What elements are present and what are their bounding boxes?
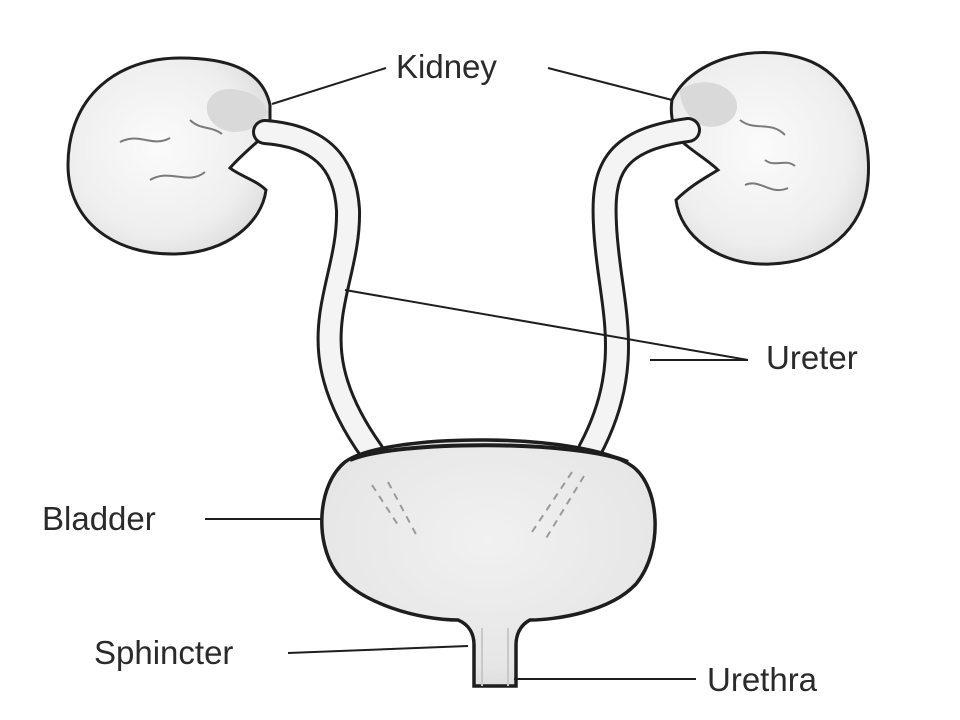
label-kidney: Kidney [396,48,497,85]
ureter-left [252,119,385,465]
kidney-left-outline [66,56,272,256]
label-bladder: Bladder [42,500,156,537]
bladder-top-rim [349,443,629,464]
leader-ureter-left [344,289,749,361]
kidney-right-calyx-lines [739,119,796,191]
label-urethra: Urethra [707,661,818,698]
kidney-left-pelvis-shading [206,89,268,133]
leader-kidney-left [271,67,387,105]
label-ureter: Ureter [766,339,858,376]
leader-lines [205,67,749,680]
kidney-right [669,51,870,266]
leader-kidney-right [547,67,673,101]
urethra-tube [481,628,509,686]
ureter-right [577,117,701,463]
kidney-left-calyx-lines [119,119,223,181]
leader-sphincter [287,645,469,654]
kidney-left [66,56,272,256]
ureter-left-entry [371,481,419,539]
label-sphincter: Sphincter [94,634,234,671]
bladder [320,438,657,688]
kidney-right-pelvis-shading [680,82,738,127]
